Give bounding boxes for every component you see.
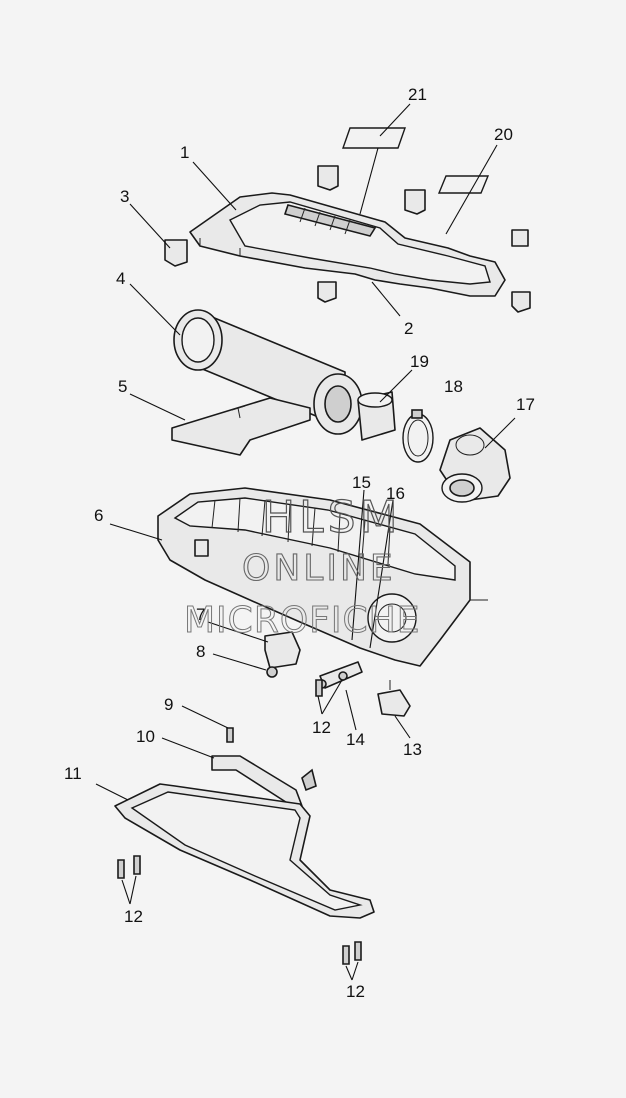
callout-11: 11 <box>64 764 82 783</box>
callout-3: 3 <box>120 187 129 206</box>
callout-19: 19 <box>410 352 429 371</box>
callout-10: 10 <box>136 727 155 746</box>
callout-2: 2 <box>404 319 413 338</box>
part-4-air-filter <box>173 309 363 435</box>
callout-20: 20 <box>494 125 513 144</box>
callout-1: 1 <box>180 143 189 162</box>
part-6-airbox-lower <box>157 487 488 667</box>
part-21-decal <box>342 127 406 149</box>
leader-lines <box>95 103 516 981</box>
callout-9: 9 <box>164 695 173 714</box>
callout-12-lower: 12 <box>346 982 365 1001</box>
part-13-drain-valve <box>377 680 411 717</box>
callout-15: 15 <box>352 473 371 492</box>
part-17-intake-boot <box>439 427 511 503</box>
part-18-clamp <box>402 409 434 463</box>
callout-12-upper: 12 <box>312 718 331 737</box>
callout-17: 17 <box>516 395 535 414</box>
callout-8: 8 <box>196 642 205 661</box>
callout-13: 13 <box>403 740 422 759</box>
part-1-airbox-cover <box>189 192 506 297</box>
callout-6: 6 <box>94 506 103 525</box>
callout-16: 16 <box>386 484 405 503</box>
callout-4: 4 <box>116 269 125 288</box>
callout-18: 18 <box>444 377 463 396</box>
watermark: HLSM ONLINE MICROFICHE <box>184 491 420 641</box>
callout-labels: 21 1 20 3 4 2 19 18 17 5 15 16 6 7 8 9 1… <box>64 85 535 1001</box>
part-8-screw <box>266 666 278 678</box>
part-12-fasteners <box>117 679 362 965</box>
watermark-line-3: MICROFICHE <box>184 600 420 641</box>
callout-5: 5 <box>118 377 127 396</box>
part-20-decal <box>437 175 490 194</box>
callout-7: 7 <box>196 605 205 624</box>
part-9-fastener <box>226 727 234 743</box>
callout-21: 21 <box>408 85 427 104</box>
part-5-pre-filter <box>171 397 311 456</box>
part-3-clip <box>164 239 188 267</box>
callout-12-left: 12 <box>124 907 143 926</box>
part-19-coupler <box>357 391 396 441</box>
callout-14: 14 <box>346 730 365 749</box>
part-2-clip <box>317 165 531 313</box>
part-11-skid-plate <box>114 783 375 919</box>
watermark-line-2: ONLINE <box>242 548 396 589</box>
watermark-line-1: HLSM <box>262 492 402 543</box>
part-7-sensor <box>264 631 301 669</box>
